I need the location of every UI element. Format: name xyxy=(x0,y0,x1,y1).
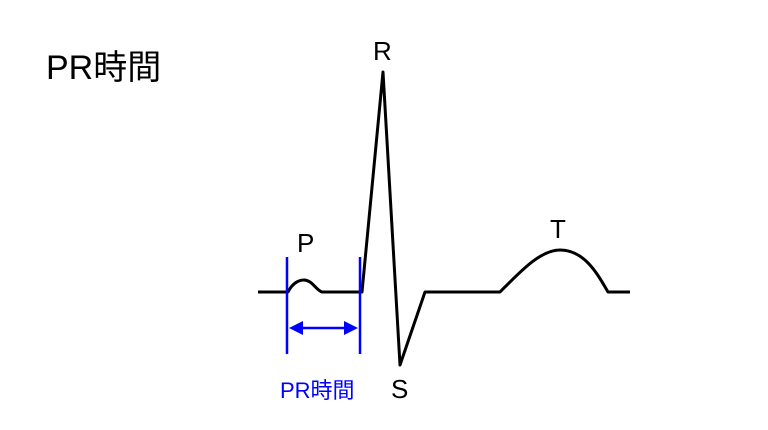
label-t: T xyxy=(550,214,566,244)
label-p: P xyxy=(297,228,314,258)
label-s: S xyxy=(391,374,408,404)
ecg-waveform xyxy=(258,70,630,367)
label-r: R xyxy=(373,36,392,66)
label-pr-interval: PR時間 xyxy=(280,378,355,403)
diagram-title: PR時間 xyxy=(46,49,162,87)
arrowhead-left-icon xyxy=(289,321,303,335)
arrowhead-right-icon xyxy=(344,321,358,335)
